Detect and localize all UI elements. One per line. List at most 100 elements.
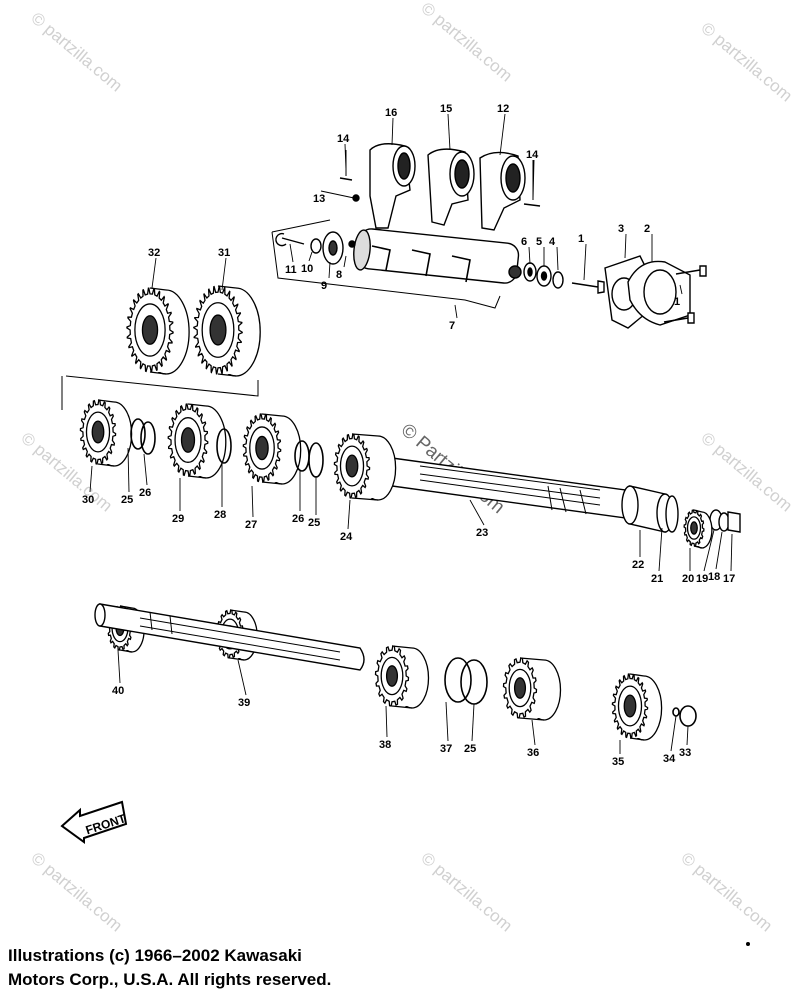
- callout-p16: 16: [385, 107, 397, 119]
- shift-forks: [339, 143, 541, 231]
- leader-line: [127, 447, 130, 493]
- callout-p23: 23: [476, 527, 488, 539]
- circlips-upper: [130, 418, 324, 478]
- washer-28: [216, 428, 232, 464]
- watermark-text: © partzilla.com: [697, 19, 796, 106]
- circlip-25b: [308, 442, 324, 478]
- callout-p30: 30: [82, 494, 94, 506]
- gear-30: [79, 399, 133, 467]
- washer-26a: [140, 421, 156, 455]
- callout-p15: 15: [440, 103, 452, 115]
- gear-24: [333, 433, 397, 501]
- callout-p8: 8: [336, 269, 342, 281]
- leader-line: [532, 159, 535, 201]
- leader-line: [624, 233, 627, 259]
- washer-37: [444, 657, 472, 703]
- page-dot: [746, 942, 750, 946]
- leader-line: [237, 659, 247, 696]
- gear-29: [167, 403, 227, 479]
- callout-p26b: 26: [292, 513, 304, 525]
- callout-p25c: 25: [464, 743, 476, 755]
- gear-31: [193, 285, 261, 377]
- callout-p38: 38: [379, 739, 391, 751]
- front-arrow: FRONT: [60, 800, 128, 844]
- leader-line: [347, 499, 351, 530]
- callout-p17: 17: [723, 573, 735, 585]
- leader-line: [117, 649, 121, 684]
- leader-line: [469, 499, 485, 526]
- leader-line: [289, 243, 294, 263]
- leader-line: [556, 246, 559, 271]
- callout-p34: 34: [663, 753, 676, 765]
- callout-p14a: 14: [337, 133, 350, 145]
- callout-p7: 7: [449, 320, 455, 332]
- circlip-25c: [460, 659, 488, 705]
- leader-line: [686, 725, 689, 746]
- callout-p10: 10: [301, 263, 313, 275]
- copyright-notice: Illustrations (c) 1966–2002 Kawasaki Mot…: [8, 944, 428, 992]
- callout-p25b: 25: [308, 517, 320, 529]
- shift-drum-assembly: [271, 219, 707, 329]
- sprocket-20: [683, 509, 713, 549]
- gear-32: [126, 287, 190, 375]
- bolt-1b: [675, 265, 707, 277]
- callout-p37: 37: [440, 743, 452, 755]
- leader-line: [320, 190, 355, 199]
- callout-p35: 35: [612, 756, 624, 768]
- callout-p36: 36: [527, 747, 539, 759]
- leader-line: [391, 117, 394, 146]
- callout-p39: 39: [238, 697, 250, 709]
- shift-drum: [356, 228, 520, 284]
- circlip-25a: [130, 418, 146, 450]
- callout-p12: 12: [497, 103, 509, 115]
- callout-p18: 18: [708, 571, 720, 583]
- leader-line: [471, 703, 475, 742]
- drive-shaft-23: [391, 457, 741, 533]
- countershaft-39: [94, 603, 365, 671]
- nut-17: [727, 511, 741, 533]
- callout-p20: 20: [682, 573, 694, 585]
- callout-p14b: 14: [526, 149, 539, 161]
- gear-38: [374, 645, 430, 709]
- leader-line: [454, 304, 458, 319]
- watermark-text: © partzilla.com: [27, 9, 126, 96]
- callout-p40: 40: [112, 685, 124, 697]
- callout-p32: 32: [148, 247, 160, 259]
- callout-p4: 4: [549, 236, 556, 248]
- callout-p2: 2: [644, 223, 650, 235]
- callout-p1a: 1: [578, 233, 584, 245]
- callout-p11: 11: [285, 264, 297, 276]
- callout-p5: 5: [536, 236, 542, 248]
- callout-p27: 27: [245, 519, 257, 531]
- leader-line: [679, 284, 683, 295]
- gear-27: [242, 413, 302, 485]
- leader-line: [528, 246, 531, 265]
- callout-p24: 24: [340, 531, 353, 543]
- callout-p6: 6: [521, 236, 527, 248]
- watermark-text: © partzilla.com: [697, 429, 796, 516]
- leader-lines: [89, 113, 733, 754]
- ring-21: [665, 495, 679, 533]
- leader-line: [251, 485, 254, 518]
- callout-p3: 3: [618, 223, 624, 235]
- callout-p13: 13: [313, 193, 325, 205]
- callout-p29: 29: [172, 513, 184, 525]
- callout-p33: 33: [679, 747, 691, 759]
- callout-p25a: 25: [121, 494, 133, 506]
- leader-line: [445, 701, 449, 742]
- watermark-text: © partzilla.com: [417, 0, 516, 85]
- copyright-line-1: Illustrations (c) 1966–2002 Kawasaki: [8, 946, 302, 965]
- callout-p9: 9: [321, 280, 327, 292]
- leader-line: [670, 715, 677, 752]
- leader-line: [143, 453, 148, 486]
- leader-line: [531, 719, 536, 746]
- leader-line: [385, 705, 388, 738]
- gear-35: [611, 673, 663, 741]
- callout-p28: 28: [214, 509, 226, 521]
- callout-p19: 19: [696, 573, 708, 585]
- callout-p22: 22: [632, 559, 644, 571]
- leader-line: [730, 533, 733, 572]
- leader-line: [658, 527, 663, 572]
- callout-p21: 21: [651, 573, 663, 585]
